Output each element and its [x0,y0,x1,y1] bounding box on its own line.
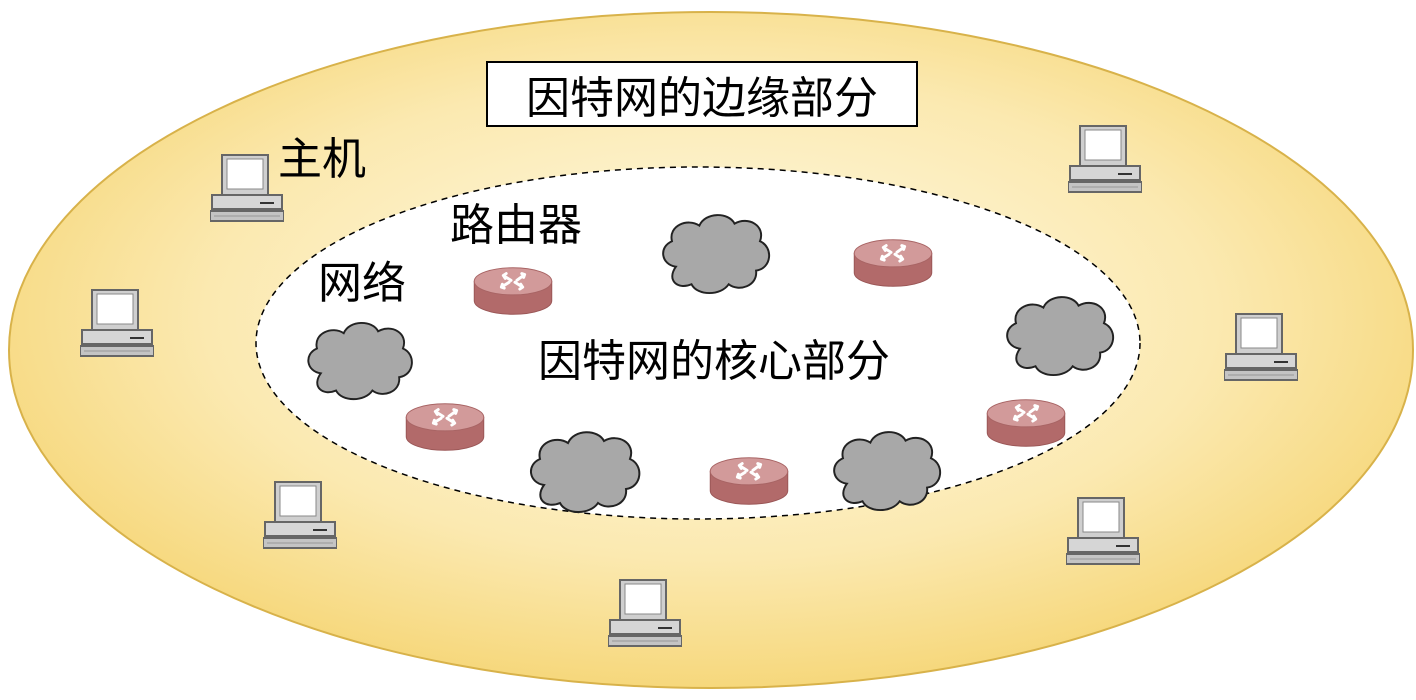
edge-title: 因特网的边缘部分 [486,61,918,127]
router-label: 路由器 [450,200,582,251]
network-label: 网络 [318,258,406,309]
cloud-icon [833,431,942,512]
router-icon [852,238,934,288]
cloud-icon [1006,296,1115,377]
router-icon [708,456,790,506]
router-icon [404,402,486,452]
cloud-icon [307,321,413,401]
router-icon [985,398,1067,448]
cloud-icon [529,431,641,514]
host-label: 主机 [278,134,366,185]
router-icon [472,266,554,316]
core-title: 因特网的核心部分 [538,336,890,387]
cloud-icon [662,214,771,295]
